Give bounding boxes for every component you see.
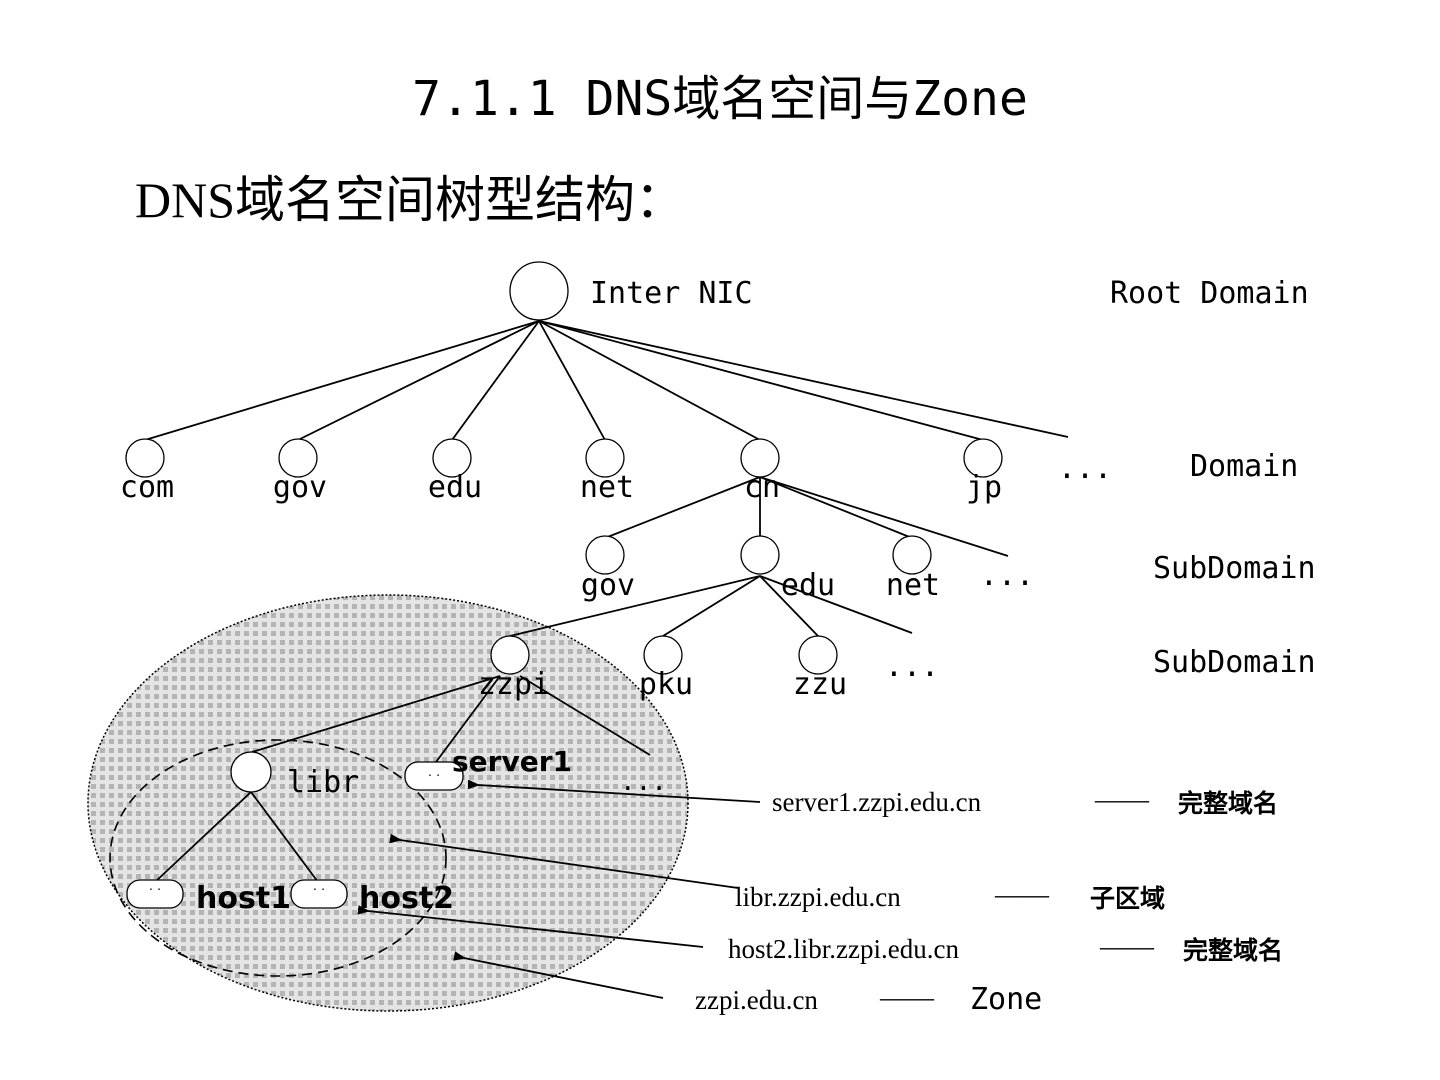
annotation-libr-name: libr.zzpi.edu.cn: [735, 882, 901, 912]
subzone-libr-boundary: [109, 739, 447, 977]
label-cn: cn: [744, 470, 780, 505]
annotation-server1-name: server1.zzpi.edu.cn: [772, 787, 982, 817]
svg-text:· ·: · ·: [149, 883, 162, 898]
label-host1: host1: [196, 881, 291, 916]
level-subdomain-2: SubDomain: [1153, 645, 1316, 680]
node-cn-edu: [740, 535, 780, 575]
annotation-server1-dash: ——: [1094, 784, 1150, 814]
label-cn-net: net: [886, 568, 940, 603]
node-cn-net: [892, 535, 932, 575]
node-edu: [432, 438, 472, 478]
root-node: [509, 261, 569, 321]
root-edges: [144, 320, 1069, 883]
level-subdomain-1: SubDomain: [1153, 551, 1316, 586]
node-jp: [963, 438, 1003, 478]
annotation-server1-meaning: 完整域名: [1178, 789, 1278, 818]
svg-text:· ·: · ·: [313, 883, 326, 898]
node-cn: [740, 438, 780, 478]
svg-text:· ·: · ·: [428, 769, 441, 784]
label-zzu: zzu: [793, 667, 847, 702]
annotation-host2-dash: ——: [1099, 931, 1155, 961]
root-label: Inter NIC: [590, 276, 753, 311]
annotation-zone-dash: ——: [879, 982, 935, 1012]
annotation-zone-name: zzpi.edu.cn: [695, 985, 818, 1015]
cn-subdomain-level: gov edu net ...: [581, 535, 1034, 603]
annotations: server1.zzpi.edu.cn —— 完整域名 libr.zzpi.ed…: [695, 784, 1283, 1017]
annotation-libr-dash: ——: [994, 879, 1050, 909]
node-gov: [278, 438, 318, 478]
subtitle: DNS域名空间树型结构：: [135, 172, 685, 228]
domain-ellipsis: ...: [1058, 451, 1112, 486]
edu-ellipsis: ...: [885, 649, 939, 684]
zzpi-ellipsis: ...: [620, 767, 667, 797]
annotation-zone-meaning: Zone: [970, 982, 1042, 1017]
level-root-domain: Root Domain: [1110, 276, 1309, 311]
node-zzpi: [490, 635, 530, 675]
annotation-host2-meaning: 完整域名: [1183, 936, 1283, 965]
host-host1: · ·: [126, 879, 184, 909]
page-title: 7.1.1 DNS域名空间与Zone: [412, 71, 1028, 127]
label-net: net: [580, 470, 634, 505]
label-cn-gov: gov: [581, 568, 635, 603]
cn-ellipsis: ...: [980, 558, 1034, 593]
host-server1: · ·: [404, 761, 464, 791]
node-libr: [230, 751, 272, 793]
level-domain: Domain: [1190, 449, 1298, 484]
node-com: [125, 438, 165, 478]
domain-level: com gov edu net cn jp ...: [120, 438, 1112, 505]
label-edu: edu: [428, 470, 482, 505]
node-cn-gov: [585, 535, 625, 575]
zone-area: [87, 594, 689, 1012]
host-host2: · ·: [290, 879, 348, 909]
label-zzpi: zzpi: [478, 667, 550, 702]
annotation-arrows: [368, 785, 761, 999]
edu-subdomain-level: zzpi pku zzu ...: [478, 635, 939, 702]
label-host2: host2: [359, 881, 454, 916]
label-jp: jp: [966, 470, 1002, 505]
annotation-libr-meaning: 子区域: [1090, 884, 1165, 913]
label-libr: libr: [287, 765, 359, 800]
node-zzu: [798, 635, 838, 675]
node-net: [585, 438, 625, 478]
label-cn-edu: edu: [781, 568, 835, 603]
node-pku: [643, 635, 683, 675]
annotation-host2-name: host2.libr.zzpi.edu.cn: [728, 934, 959, 964]
label-pku: pku: [639, 667, 693, 702]
label-server1: server1: [452, 745, 572, 778]
label-com: com: [120, 470, 174, 505]
label-gov: gov: [273, 470, 327, 505]
